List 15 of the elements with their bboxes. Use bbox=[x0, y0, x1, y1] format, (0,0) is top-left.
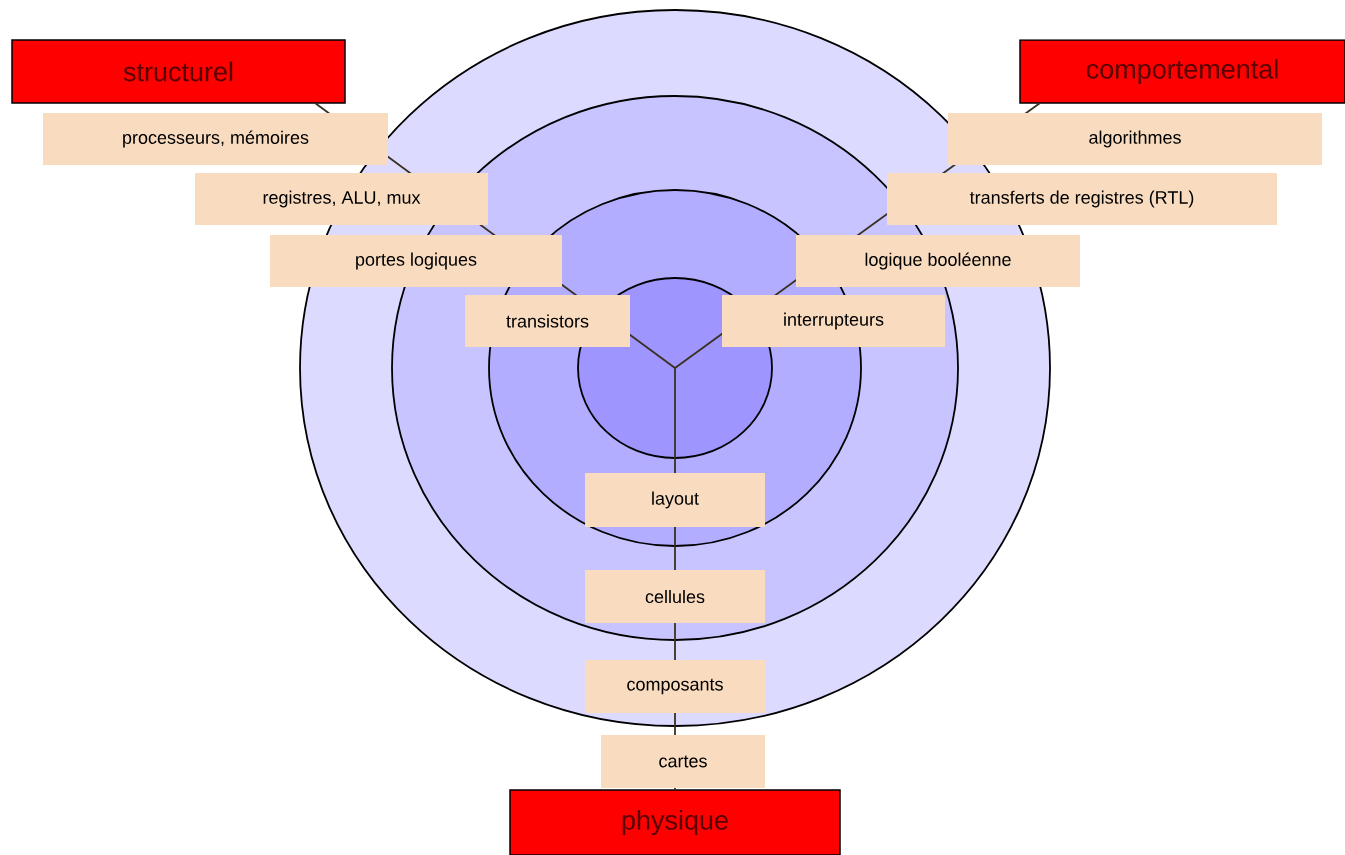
level-label: processeurs, mémoires bbox=[43, 113, 388, 165]
level-label: algorithmes bbox=[948, 113, 1322, 165]
level-label: portes logiques bbox=[270, 235, 562, 287]
axis-title-box: structurel bbox=[11, 39, 346, 104]
level-label: cellules bbox=[585, 570, 765, 623]
level-label: cartes bbox=[601, 735, 765, 788]
level-label: interrupteurs bbox=[722, 295, 945, 347]
level-label: registres, ALU, mux bbox=[195, 173, 488, 225]
level-label: layout bbox=[585, 473, 765, 527]
axis-title-box: physique bbox=[509, 789, 841, 855]
axis-title-box: comportemental bbox=[1019, 39, 1345, 104]
level-label: transistors bbox=[465, 295, 630, 347]
level-label: composants bbox=[585, 660, 765, 713]
level-label: transferts de registres (RTL) bbox=[887, 173, 1277, 225]
level-label: logique booléenne bbox=[796, 235, 1080, 287]
